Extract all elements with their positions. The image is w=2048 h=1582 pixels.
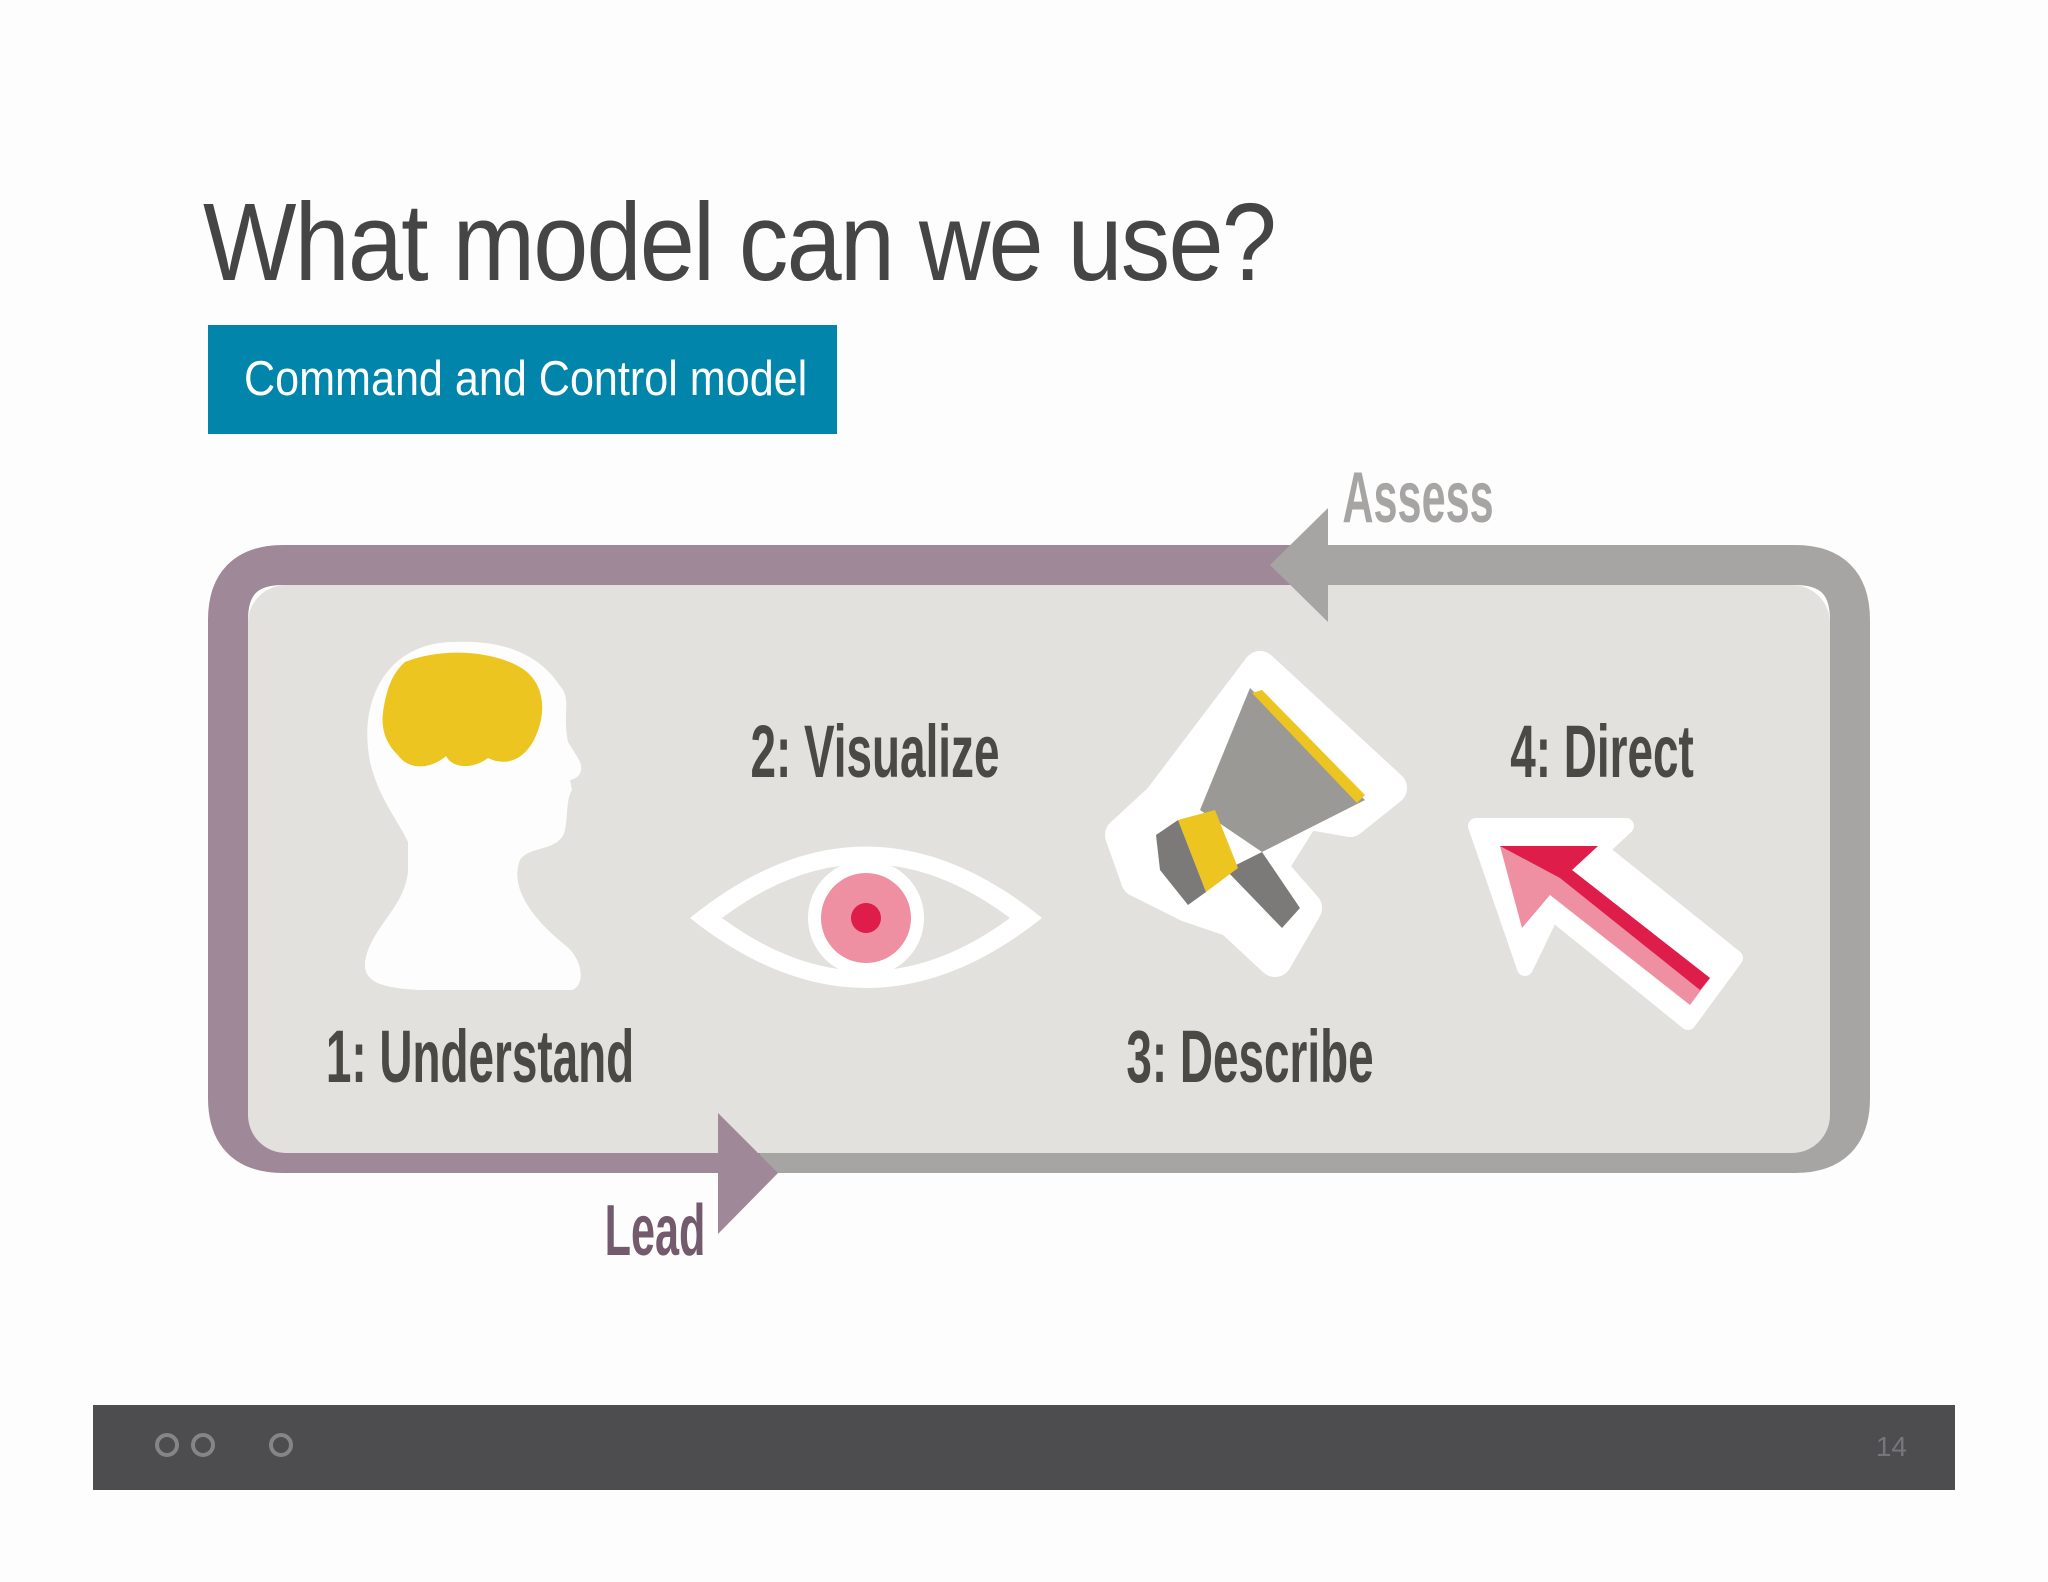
step-labels: 1: Understand 2: Visualize 3: Describe 4…: [326, 711, 1694, 1099]
subtitle-banner: Command and Control model: [208, 325, 837, 434]
nav-dot-icon: [155, 1433, 179, 1457]
assess-label: Assess: [1342, 457, 1493, 538]
head-brain-icon: [364, 641, 582, 990]
step-label-visualize: 2: Visualize: [751, 711, 1000, 794]
step-label-understand: 1: Understand: [326, 1016, 634, 1099]
inner-panel: [248, 585, 1830, 1153]
subtitle-text: Command and Control model: [244, 352, 808, 406]
nav-dot-icon: [269, 1433, 293, 1457]
lead-label: Lead: [605, 1190, 706, 1271]
assess-arrowhead: [1270, 508, 1328, 622]
arrow-cursor-icon: [1468, 818, 1743, 1030]
nav-dot-icon: [191, 1433, 215, 1457]
eye-icon: [690, 846, 1042, 988]
footer-bar: 14: [93, 1405, 1955, 1490]
lead-arrowhead: [718, 1113, 778, 1234]
megaphone-icon: [1105, 651, 1407, 977]
step-label-describe: 3: Describe: [1126, 1016, 1373, 1099]
slide-title: What model can we use?: [203, 181, 1277, 304]
step-label-direct: 4: Direct: [1510, 711, 1694, 794]
page-number: 14: [1875, 1431, 1907, 1462]
loop-frame: [208, 545, 1870, 1173]
